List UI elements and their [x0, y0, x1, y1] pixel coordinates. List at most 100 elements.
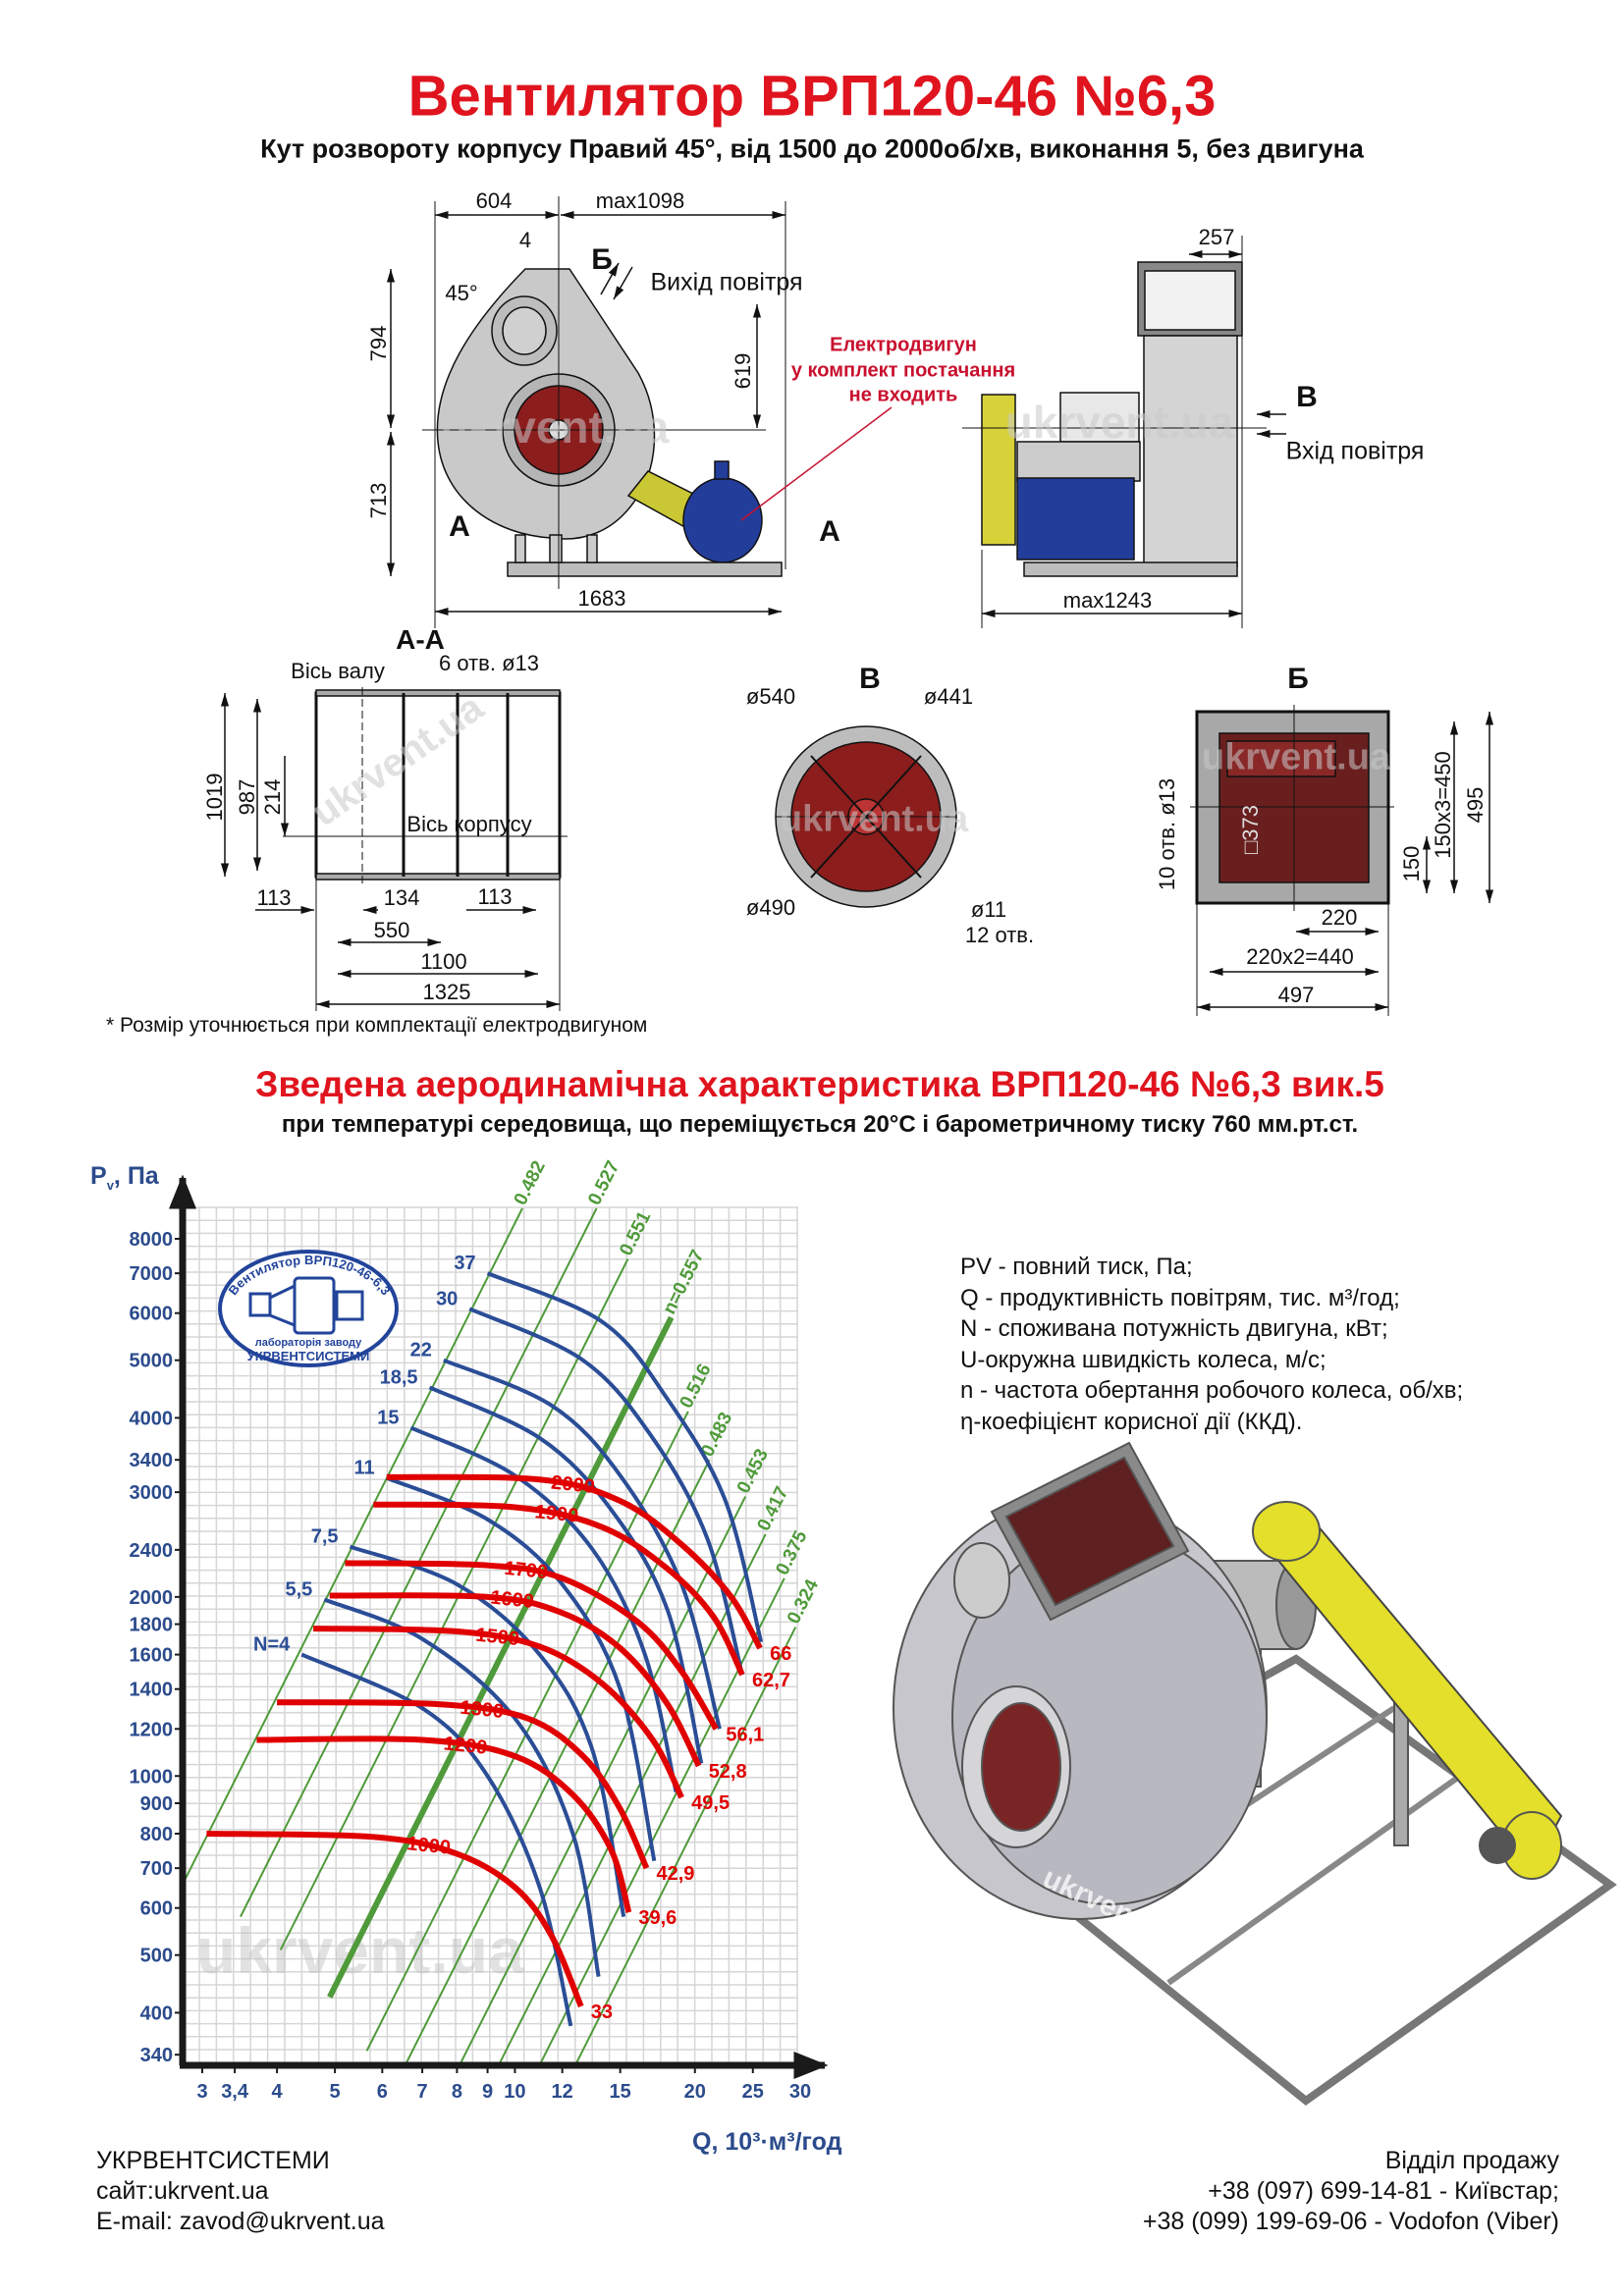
stamp-middle-text: лабораторія заводу [255, 1337, 362, 1349]
power-label: 22 [410, 1340, 432, 1362]
angle-label: 45° [445, 281, 478, 305]
efficiency-line [327, 1315, 675, 1999]
legend-u: U-окружна швидкість колеса, м/с; [960, 1346, 1326, 1373]
power-curve [486, 1271, 764, 1643]
dim-113-left: 113 [256, 885, 292, 910]
rpm-label: 1600 [489, 1587, 535, 1614]
y-tick-label: 340 [140, 2045, 173, 2066]
motor-note-line-2: у комплект постачання [790, 359, 1016, 382]
x-tick-label: 9 [482, 2081, 493, 2103]
y-tick-label: 5000 [130, 1351, 174, 1372]
power-curve [323, 1597, 601, 1977]
phone-vodafone[interactable]: +38 (099) 199-69-06 - Vodofon (Viber) [1142, 2208, 1559, 2235]
dim-1100: 1100 [420, 949, 467, 974]
axis-ticks: 3404005006007008009001000120014001600180… [130, 1229, 812, 2103]
tip-speed-label: 56,1 [726, 1724, 764, 1745]
power-label: 15 [377, 1407, 399, 1428]
dim-220: 220 [1321, 905, 1358, 930]
tip-speed-label: 66 [770, 1643, 791, 1665]
view-v-marker: В [1296, 381, 1318, 413]
front-view-drawing [422, 196, 783, 589]
x-axis-title: Q, 10³·м³/год [692, 2128, 842, 2156]
rpm-label: 1500 [474, 1625, 520, 1651]
y-axis-title-sub: v [106, 1178, 114, 1193]
legend-pv: PV - повний тиск, Па; [960, 1254, 1193, 1280]
company-name: УКРВЕНТСИСТЕМИ [96, 2147, 330, 2174]
y-tick-label: 1000 [130, 1766, 174, 1788]
section-aa-drawing [220, 687, 568, 1011]
efficiency-line [499, 1533, 767, 2063]
x-tick-label: 15 [610, 2081, 631, 2103]
power-curve [409, 1425, 678, 1793]
y-tick-label: 8000 [130, 1229, 174, 1251]
chart-legend: PV - повний тиск, Па; Q - продуктивність… [960, 1252, 1463, 1437]
sales-department: Відділ продажу [1384, 2147, 1559, 2174]
air-inlet-label: Вхід повітря [1285, 437, 1425, 465]
y-tick-label: 2000 [130, 1587, 174, 1609]
chart-watermark: ukrvent.ua [196, 1914, 525, 1987]
y-tick-label: 4000 [130, 1408, 174, 1429]
view-b-outlet-drawing [1190, 705, 1494, 1016]
watermark-front: ukrvent.ua [440, 401, 670, 453]
rpm-curve [277, 1699, 650, 1870]
page-subtitle: Кут розвороту корпусу Правий 45°, від 15… [260, 133, 1364, 164]
dim-d490: ø490 [745, 895, 796, 920]
y-tick-label: 500 [140, 1946, 173, 1967]
dim-4: 4 [518, 228, 532, 252]
y-axis-title: Pv, Па [90, 1162, 159, 1193]
power-curve [443, 1358, 722, 1730]
view-b-title: Б [1287, 663, 1309, 695]
email-link[interactable]: E-mail: zavod@ukrvent.ua [96, 2208, 385, 2235]
dim-550: 550 [373, 918, 410, 942]
website-link[interactable]: сайт:ukrvent.ua [96, 2177, 269, 2205]
rpm-curve [256, 1735, 632, 1913]
body-axis-label: Вісь корпусу [406, 812, 532, 836]
y-tick-label: 2400 [130, 1540, 174, 1562]
rpm-curve [206, 1831, 584, 2008]
section-a-left-marker: А [449, 510, 470, 543]
footer-left: УКРВЕНТСИСТЕМИ сайт:ukrvent.ua E-mail: z… [96, 2146, 385, 2237]
y-tick-label: 900 [140, 1793, 173, 1815]
dim-d11: ø11 [970, 897, 1007, 922]
rpm-curve [373, 1501, 745, 1677]
watermark-b: ukrvent.ua [1201, 736, 1391, 778]
x-tick-label: 20 [684, 2081, 706, 2103]
power-label: 18,5 [380, 1366, 418, 1388]
x-tick-label: 10 [504, 2081, 525, 2103]
x-tick-label: 25 [742, 2081, 764, 2103]
efficiency-line [575, 1627, 797, 2063]
dim-1325: 1325 [422, 980, 471, 1004]
rpm-curves: 100033120039,6130042,9150049,5160052,817… [206, 1471, 791, 2023]
chart-section-subtitle: при температурі середовища, що переміщує… [281, 1111, 1359, 1138]
tip-speed-label: 52,8 [709, 1761, 747, 1783]
tip-speed-label: 49,5 [691, 1792, 730, 1814]
side-view-drawing [962, 261, 1267, 577]
y-tick-label: 700 [140, 1858, 173, 1880]
power-label: 11 [354, 1458, 375, 1479]
rpm-label: 2000 [550, 1471, 596, 1498]
dim-d540: ø540 [745, 684, 796, 709]
x-tick-label: 3,4 [221, 2081, 249, 2103]
phone-kyivstar[interactable]: +38 (097) 699-14-81 - Київстар; [1208, 2177, 1559, 2205]
efficiency-line [540, 1577, 785, 2063]
view-v-title: В [859, 663, 881, 695]
rpm-curve [386, 1473, 763, 1650]
tip-speed-label: 62,7 [752, 1670, 790, 1691]
rpm-label: 1300 [460, 1697, 506, 1724]
shaft-axis-label: Вісь валу [291, 659, 385, 683]
rpm-curve [329, 1592, 702, 1768]
mounting-holes-label: 6 отв. ø13 [439, 651, 539, 675]
power-label: 5,5 [285, 1578, 312, 1600]
tip-speed-label: 42,9 [656, 1863, 694, 1885]
chart-section-title: Зведена аеродинамічна характеристика ВРП… [255, 1064, 1384, 1104]
y-tick-label: 6000 [130, 1304, 174, 1325]
chart-axes [169, 1174, 829, 2079]
y-tick-label: 1800 [130, 1615, 174, 1636]
section-aa-title: А-А [396, 624, 445, 655]
legend-eta: η-коефіцієнт корисної дії (ККД). [960, 1408, 1303, 1435]
motor-note-line-1: Електродвигун [830, 334, 977, 356]
x-tick-label: 30 [789, 2081, 811, 2103]
watermark-v: ukrvent.ua [779, 798, 969, 840]
power-curve [349, 1544, 626, 1918]
y-tick-label: 3000 [130, 1482, 174, 1504]
